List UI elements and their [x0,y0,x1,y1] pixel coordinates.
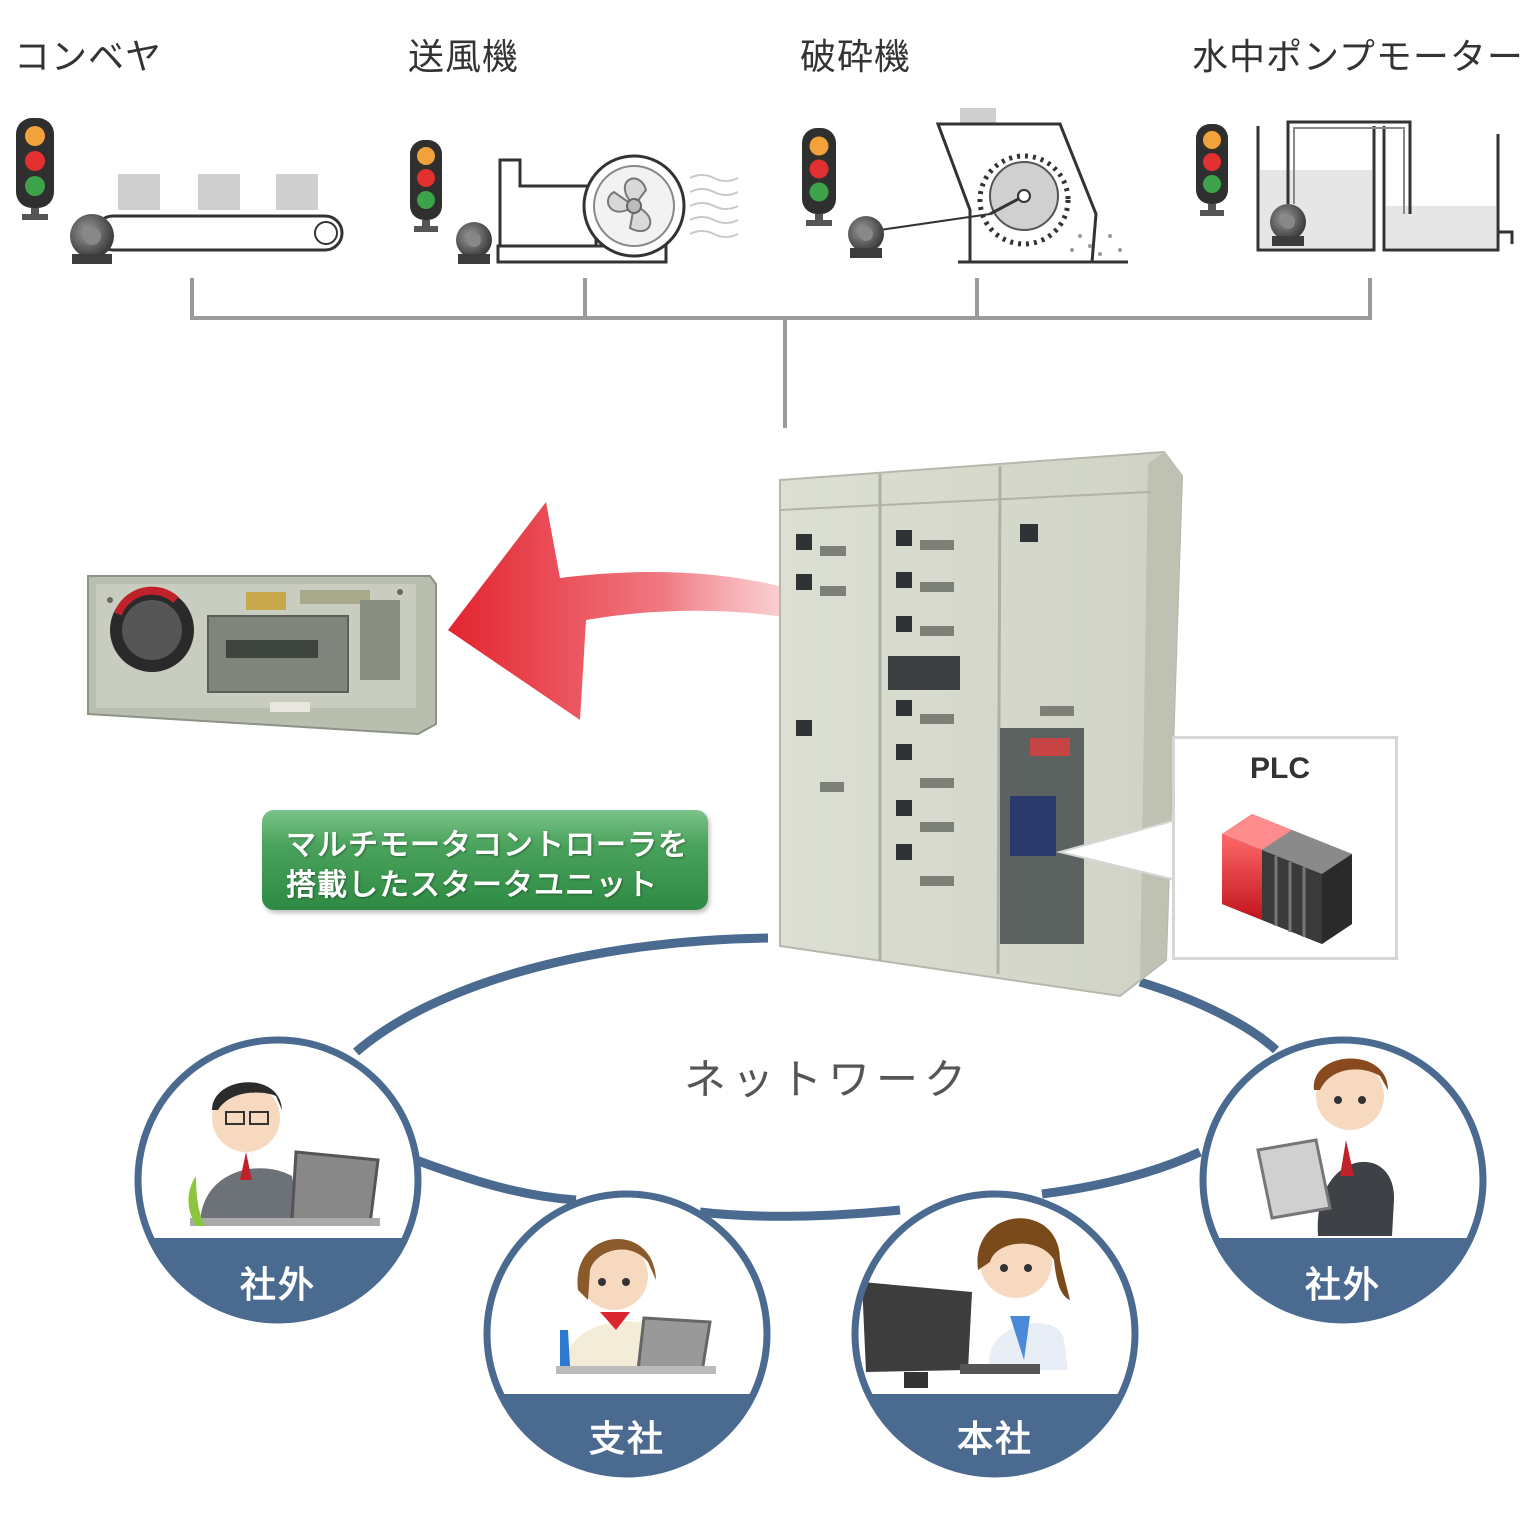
badge-line-1: マルチモータコントローラを [286,828,689,863]
connection-lines [190,278,1372,428]
location-label-external-right: 社外 [1304,1265,1381,1306]
network-ring [353,933,1280,1221]
motor-icon [456,222,492,264]
equipment-label-blower: 送風機 [408,37,520,78]
location-label-head-office: 本社 [956,1419,1033,1460]
blower-illustration [410,140,739,264]
traffic-light-icon [16,118,54,220]
equipment-label-submersible-pump: 水中ポンプモーター [1192,37,1524,78]
plc-device-icon [1222,814,1352,944]
plc-label: PLC [1250,752,1310,785]
motor-icon [1270,204,1306,246]
location-label-external-left: 社外 [239,1265,316,1306]
traffic-light-icon [802,128,836,226]
starter-unit-photo [87,575,437,736]
submersible-pump-illustration [1196,120,1514,252]
equipment-label-conveyor: コンベヤ [14,37,163,78]
traffic-light-icon [1196,124,1228,216]
motor-icon [848,216,884,258]
zoom-arrow [448,502,930,720]
motor-icon [70,214,114,264]
network-label: ネットワーク [684,1055,973,1104]
location-label-branch: 支社 [588,1419,665,1460]
crusher-illustration [802,108,1128,264]
person-head-office [851,1190,1139,1478]
equipment-label-crusher: 破砕機 [800,37,912,78]
badge-line-2: 搭載したスタータユニット [286,868,658,903]
traffic-light-icon [410,140,442,232]
conveyor-illustration [16,118,344,264]
starter-unit-badge [262,810,708,910]
